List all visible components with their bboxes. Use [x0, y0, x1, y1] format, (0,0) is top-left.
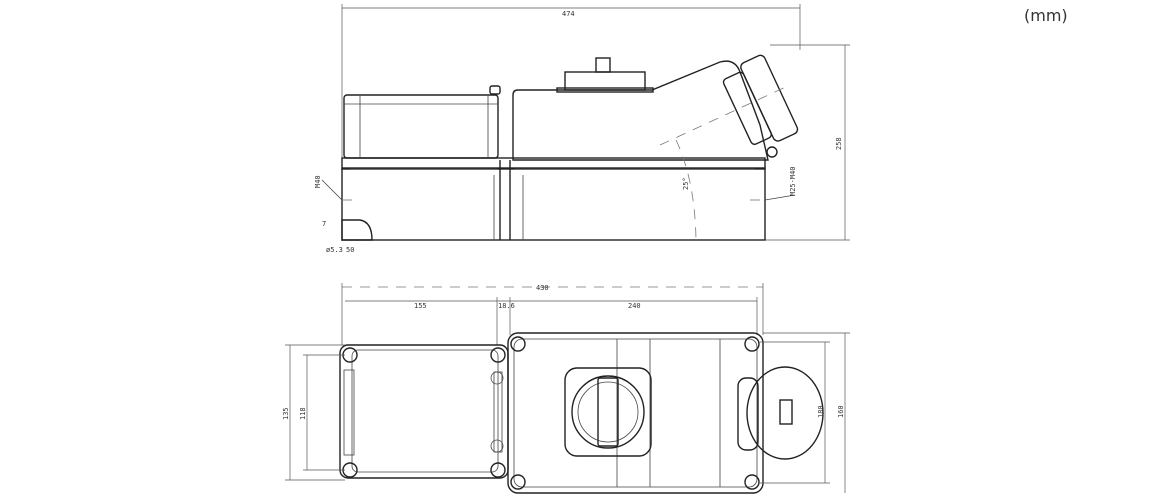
dim-left-height-inner: 118: [299, 407, 307, 420]
dim-gap: 18.6: [498, 302, 515, 310]
enclosure-base: [341, 167, 766, 241]
unit-label: (mm): [1024, 6, 1068, 25]
dim-left-height-outer: 135: [282, 407, 290, 420]
lid-box-top: [339, 344, 509, 479]
dim-overall-height: 258: [835, 137, 843, 150]
switch-housing: [512, 60, 769, 161]
dim-left-width: 155: [414, 302, 427, 310]
lid-screw: [489, 85, 501, 95]
transparent-lid: [343, 94, 499, 159]
socket-cover: [746, 366, 824, 460]
rotary-knob: [595, 57, 611, 73]
foot-dim-a: 7: [322, 220, 326, 228]
rotary-switch-dial: [571, 375, 645, 449]
dim-right-height-inner: 180: [817, 405, 825, 418]
side-view: 474 258 25°: [314, 4, 850, 254]
foot-dim-c: ø5.3: [326, 246, 343, 254]
dim-right-width: 240: [628, 302, 641, 310]
rotary-switch-handle: [597, 377, 619, 447]
rotary-switch-plate: [564, 367, 652, 457]
switch-box-top: [507, 332, 764, 494]
top-view: 430 155 18.6 240: [282, 283, 850, 494]
dim-right-height-outer: 160: [837, 405, 845, 418]
gland-right-label: M25-M40: [789, 166, 797, 196]
foot-dim-b: 50: [346, 246, 354, 254]
dim-overall-width: 474: [562, 10, 575, 18]
screw-icons: [510, 336, 760, 490]
socket-hinge: [766, 146, 778, 158]
gland-left-label: M40: [314, 175, 322, 188]
dim-angle: 25°: [682, 177, 690, 190]
angled-socket: [722, 54, 799, 145]
dim-top-overall-width: 430: [536, 284, 549, 292]
mounting-foot-section: [341, 219, 373, 241]
